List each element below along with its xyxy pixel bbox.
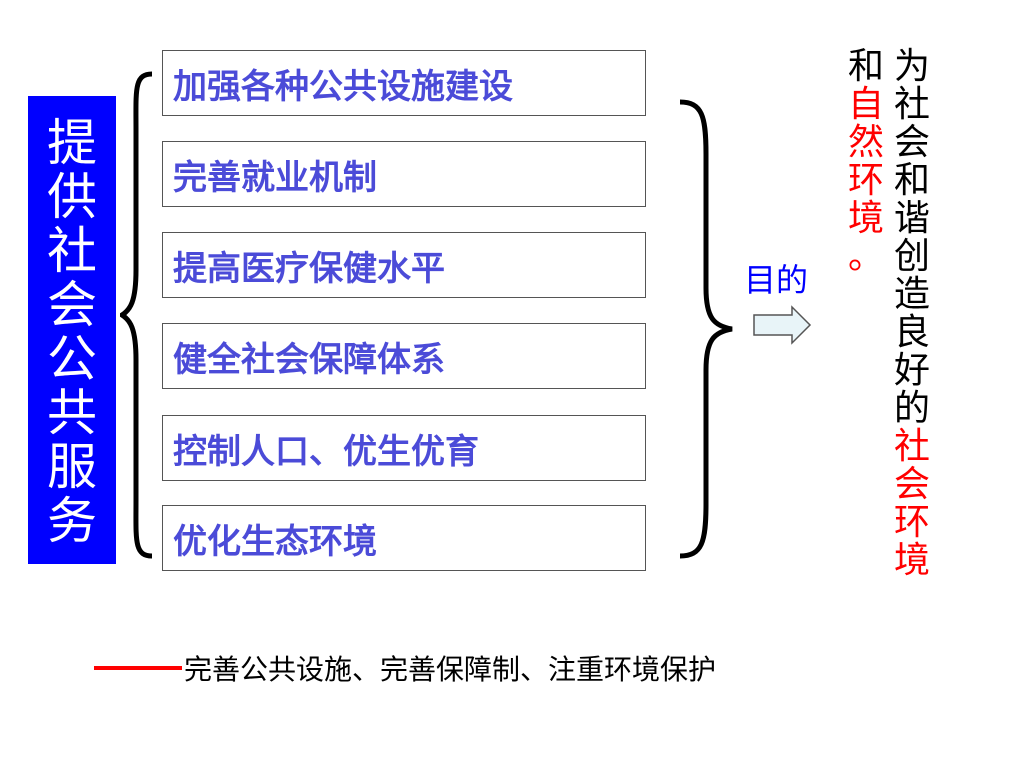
footer-red-dash [94, 666, 182, 670]
item-label-6: 优化生态环境 [173, 521, 377, 562]
right-brace [679, 99, 733, 559]
left-brace [120, 71, 153, 559]
purpose-text-column-2: 和自然环境。 [846, 48, 886, 276]
item-box-2: 完善就业机制 [162, 141, 646, 207]
purpose-column-1-char: 环 [893, 502, 930, 543]
left-title-char: 共 [47, 384, 97, 442]
purpose-column-1-char: 会 [893, 122, 930, 163]
purpose-column-1-char: 为 [893, 46, 930, 87]
purpose-column-2-char: 。 [847, 236, 884, 277]
item-label-3: 提高医疗保健水平 [173, 248, 445, 289]
purpose-column-1-char: 的 [893, 388, 930, 429]
purpose-column-1-char: 社 [893, 84, 930, 125]
purpose-column-1-char: 造 [893, 274, 930, 315]
item-label-2: 完善就业机制 [173, 157, 377, 198]
purpose-column-1-char: 和 [893, 160, 930, 201]
purpose-column-2-char: 环 [847, 160, 884, 201]
purpose-column-1-char: 良 [893, 312, 930, 353]
left-title-block: 提供社会公共服务 [28, 96, 116, 564]
left-title-char: 社 [47, 222, 97, 280]
purpose-column-2-char: 然 [847, 122, 884, 163]
left-title-char: 会 [47, 276, 97, 334]
purpose-column-1-char: 境 [893, 540, 930, 581]
purpose-column-2-char: 和 [847, 46, 884, 87]
item-box-6: 优化生态环境 [162, 505, 646, 571]
purpose-column-2-char: 境 [847, 198, 884, 239]
item-label-1: 加强各种公共设施建设 [173, 66, 513, 107]
left-title-char: 供 [47, 168, 97, 226]
item-label-4: 健全社会保障体系 [173, 339, 445, 380]
item-box-3: 提高医疗保健水平 [162, 232, 646, 298]
left-title-char: 服 [47, 438, 97, 496]
item-box-5: 控制人口、优生优育 [162, 415, 646, 481]
item-label-5: 控制人口、优生优育 [173, 431, 479, 472]
item-box-4: 健全社会保障体系 [162, 323, 646, 389]
purpose-column-2-char: 自 [847, 84, 884, 125]
item-box-1: 加强各种公共设施建设 [162, 50, 646, 116]
right-arrow-icon [753, 305, 812, 345]
left-title-char: 务 [47, 492, 97, 550]
purpose-column-1-char: 创 [893, 236, 930, 277]
purpose-label: 目的 [744, 261, 809, 299]
purpose-column-1-char: 会 [893, 464, 930, 505]
purpose-column-1-char: 谐 [893, 198, 930, 239]
purpose-column-1-char: 社 [893, 426, 930, 467]
left-title-char: 公 [47, 330, 97, 388]
footer-summary: 完善公共设施、完善保障制、注重环境保护 [94, 648, 716, 688]
purpose-column-1-char: 好 [893, 350, 930, 391]
left-title-char: 提 [47, 114, 97, 172]
footer-text: 完善公共设施、完善保障制、注重环境保护 [184, 653, 717, 686]
purpose-text-column-1: 为社会和谐创造良好的社会环境 [892, 48, 932, 580]
